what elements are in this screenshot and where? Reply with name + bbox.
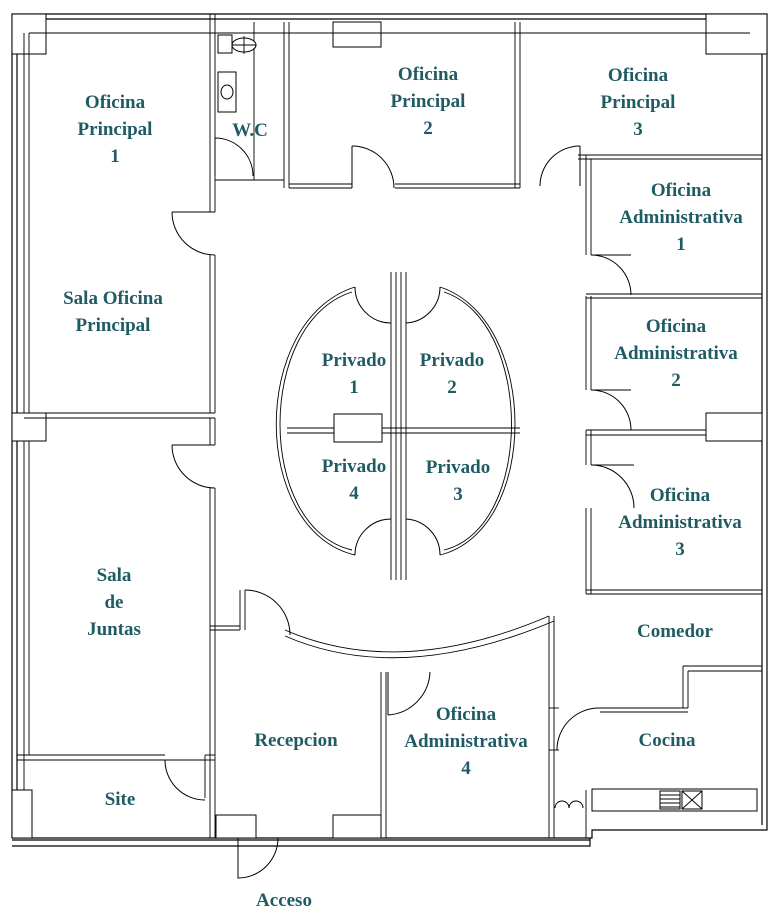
room-label-line: Privado — [425, 457, 491, 478]
room-comedor: Comedor — [637, 618, 713, 645]
room-label-line: Oficina — [84, 92, 146, 113]
room-wc: W.C — [232, 117, 268, 144]
room-label-line: Privado — [419, 350, 485, 371]
room-label-line: 1 — [676, 234, 686, 255]
room-label-line: W.C — [232, 120, 268, 141]
room-label-line: 2 — [671, 370, 681, 391]
room-label-line: Recepcion — [254, 730, 338, 751]
room-label-line: 2 — [447, 377, 457, 398]
room-label-line: Principal — [75, 315, 151, 336]
room-label-line: Oficina — [397, 64, 459, 85]
room-label-line: 3 — [453, 484, 463, 505]
room-label-line: 1 — [349, 377, 359, 398]
room-label-line: 4 — [461, 758, 471, 779]
room-oficina-administrativa-4: Oficina Administrativa 4 — [404, 701, 528, 782]
room-label-line: Juntas — [87, 619, 141, 640]
room-privado-3: Privado 3 — [426, 454, 490, 508]
room-privado-4: Privado 4 — [322, 453, 386, 507]
room-sala-oficina-principal: Sala Oficina Principal — [63, 285, 163, 339]
room-label-line: Administrativa — [619, 207, 743, 228]
room-label-line: Sala — [96, 565, 132, 586]
room-label-line: Administrativa — [404, 731, 528, 752]
room-label-line: 1 — [110, 146, 120, 167]
room-label-line: Principal — [600, 92, 676, 113]
room-label-line: Principal — [390, 91, 466, 112]
room-privado-2: Privado 2 — [420, 347, 484, 401]
room-label-line: 3 — [633, 119, 643, 140]
room-label-line: Site — [104, 789, 136, 810]
room-oficina-administrativa-3: Oficina Administrativa 3 — [618, 482, 742, 563]
room-oficina-principal-3: Oficina Principal 3 — [601, 62, 676, 143]
room-label-line: Oficina — [650, 180, 712, 201]
room-sala-de-juntas: Sala de Juntas — [87, 562, 141, 643]
room-label-line: Oficina — [607, 65, 669, 86]
room-label-line: de — [104, 592, 124, 613]
room-label-line: Oficina — [649, 485, 711, 506]
room-oficina-principal-1: Oficina Principal 1 — [78, 89, 153, 170]
room-label-line: Cocina — [638, 730, 696, 751]
room-label-line: Administrativa — [614, 343, 738, 364]
room-label-line: Oficina — [435, 704, 497, 725]
door-swings — [164, 137, 635, 879]
room-site: Site — [105, 786, 136, 813]
room-oficina-administrativa-2: Oficina Administrativa 2 — [614, 313, 738, 394]
entrance-acceso: Acceso — [256, 887, 312, 914]
room-label-line: Privado — [321, 456, 387, 477]
interior-walls — [17, 14, 762, 838]
outer-walls — [11, 13, 768, 847]
room-label-line: Sala Oficina — [63, 288, 163, 309]
room-label-line: 4 — [349, 483, 359, 504]
room-cocina: Cocina — [639, 727, 696, 754]
room-label-line: 3 — [675, 539, 685, 560]
central-oval — [275, 272, 520, 580]
room-oficina-administrativa-1: Oficina Administrativa 1 — [619, 177, 743, 258]
room-label-line: 2 — [423, 118, 433, 139]
room-label-line: Oficina — [645, 316, 707, 337]
room-recepcion: Recepcion — [254, 727, 337, 754]
room-privado-1: Privado 1 — [322, 347, 386, 401]
room-label-line: Privado — [321, 350, 387, 371]
room-oficina-principal-2: Oficina Principal 2 — [391, 61, 466, 142]
room-label-line: Administrativa — [618, 512, 742, 533]
fixtures — [217, 34, 758, 812]
room-label-line: Acceso — [256, 890, 312, 911]
room-label-line: Principal — [77, 119, 153, 140]
room-label-line: Comedor — [637, 621, 713, 642]
